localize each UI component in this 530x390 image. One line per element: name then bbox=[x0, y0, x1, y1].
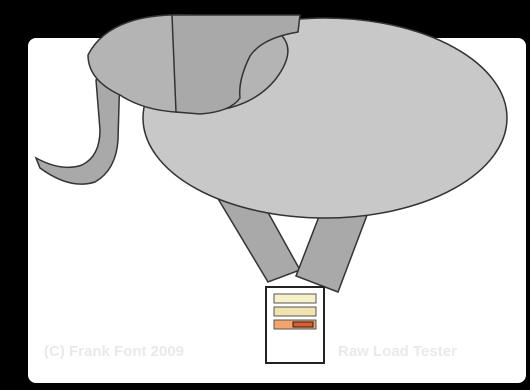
gauge-bar-1 bbox=[274, 294, 316, 303]
title-watermark: Raw Load Tester bbox=[338, 343, 457, 360]
gauge-bar-2 bbox=[274, 307, 316, 316]
gauge-level-fill bbox=[293, 322, 313, 327]
copyright-watermark: (C) Frank Font 2009 bbox=[44, 343, 184, 360]
gauge-bars bbox=[274, 294, 316, 329]
